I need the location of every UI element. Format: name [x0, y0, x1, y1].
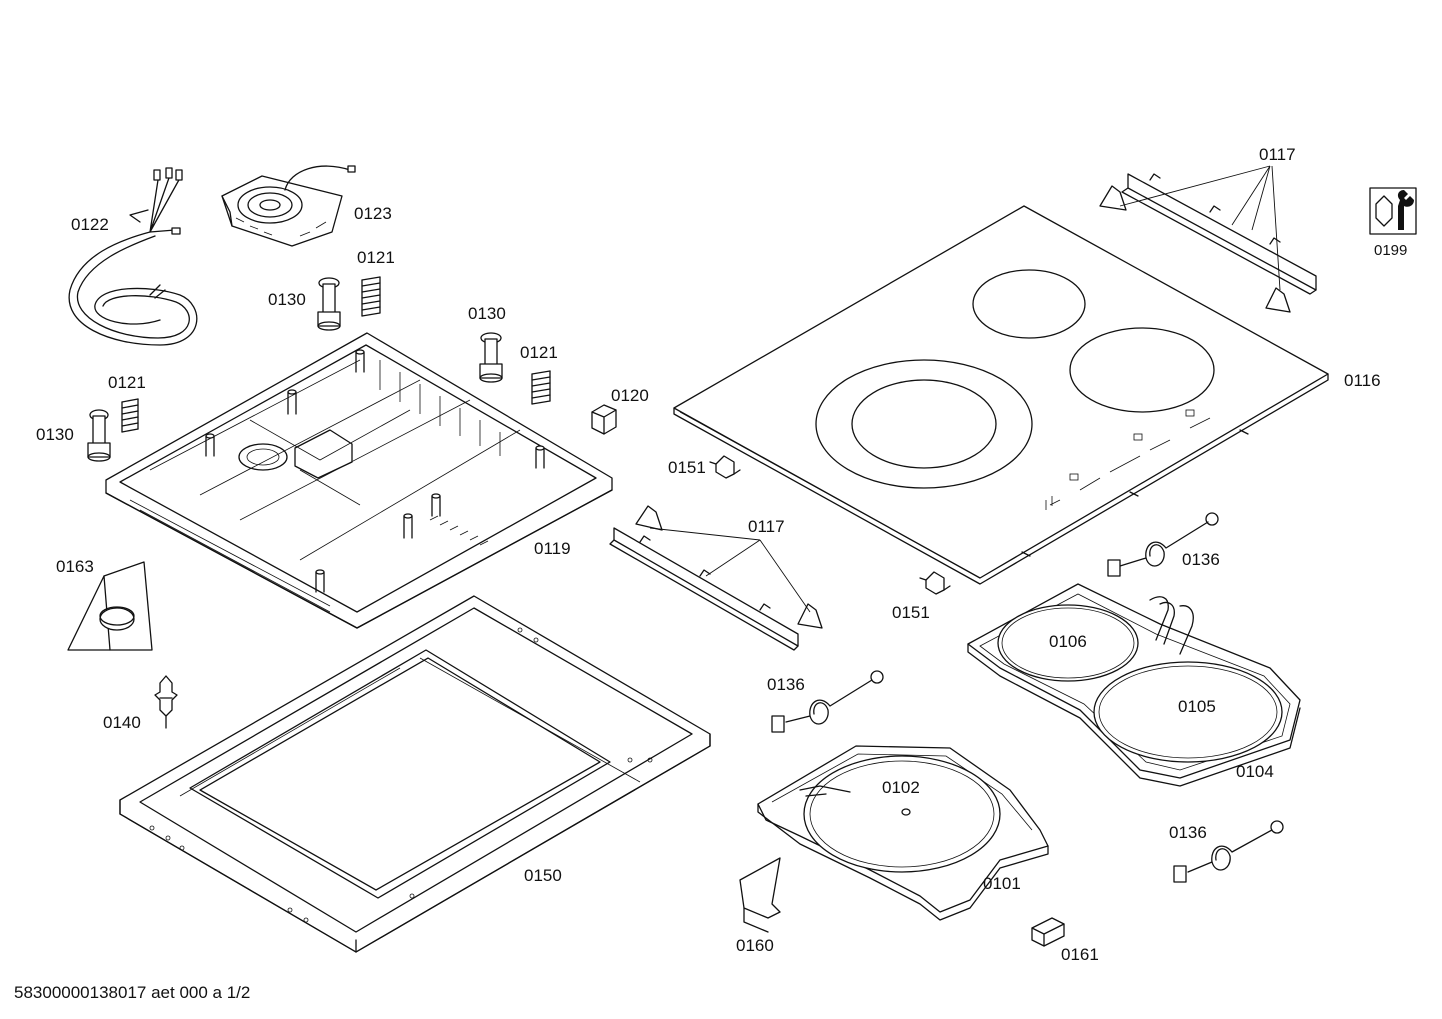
- label-0140: 0140: [103, 713, 141, 732]
- clip-0151-lower: [919, 571, 951, 595]
- label-0130-left: 0130: [36, 425, 74, 444]
- label-0120: 0120: [611, 386, 649, 405]
- foot-0130-upper: [317, 277, 341, 331]
- connector-block-0120: [591, 404, 617, 435]
- label-0136-lower: 0136: [1169, 823, 1207, 842]
- instruction-card-0163: [67, 561, 153, 651]
- label-0161: 0161: [1061, 945, 1099, 964]
- document-reference: 58300000138017 aet 000 a 1/2: [14, 983, 250, 1002]
- temperature-sensor-0136-lower: [1173, 820, 1284, 883]
- induction-coil-0106: [997, 604, 1139, 682]
- label-0123: 0123: [354, 204, 392, 223]
- wrench-icon: [1369, 187, 1417, 235]
- leader-lines: [649, 165, 1281, 613]
- spring-0121-upper: [361, 276, 381, 317]
- label-0122: 0122: [71, 215, 109, 234]
- label-0102: 0102: [882, 778, 920, 797]
- label-0151-upper: 0151: [668, 458, 706, 477]
- label-0116: 0116: [1344, 371, 1381, 390]
- label-0136-upper: 0136: [1182, 550, 1220, 569]
- label-0150: 0150: [524, 866, 562, 885]
- induction-coil-0102: [799, 755, 1001, 873]
- temperature-sensor-0136-upper: [1107, 512, 1219, 577]
- spring-0121-middle: [531, 370, 551, 405]
- label-0121-upper: 0121: [357, 248, 395, 267]
- mounting-clip-0140: [154, 675, 178, 729]
- label-0106: 0106: [1049, 632, 1087, 651]
- temperature-sensor-0136-middle: [771, 670, 884, 733]
- label-0117-upper: 0117: [1259, 145, 1296, 164]
- induction-coil-0105: [1093, 661, 1283, 763]
- label-0160: 0160: [736, 936, 774, 955]
- label-0101: 0101: [983, 874, 1021, 893]
- spring-0121-left: [121, 398, 139, 433]
- clip-0151-upper: [709, 455, 741, 479]
- label-0199: 0199: [1374, 242, 1407, 259]
- label-0105: 0105: [1178, 697, 1216, 716]
- label-0136-middle: 0136: [767, 675, 805, 694]
- fan-0123: [221, 165, 356, 247]
- label-0121-left: 0121: [108, 373, 146, 392]
- bracket-0117-upper: [1099, 173, 1317, 313]
- housing-tray-0119: [105, 332, 613, 629]
- foot-0130-left: [87, 409, 111, 462]
- label-0130-upper: 0130: [268, 290, 306, 309]
- cooktop-glass-0116: [673, 205, 1329, 585]
- label-0130-middle: 0130: [468, 304, 506, 323]
- label-0151-lower: 0151: [892, 603, 930, 622]
- label-0163: 0163: [56, 557, 94, 576]
- connector-block-0161: [1031, 917, 1065, 947]
- cable-harness-0122: [68, 167, 198, 346]
- label-0117-lower: 0117: [748, 517, 785, 536]
- foot-0130-middle: [479, 332, 503, 383]
- bracket-0117-lower: [609, 505, 823, 651]
- part-labels: 0122 0123 0121 0130 0130 0121 0121 0130 …: [36, 145, 1407, 964]
- label-0119: 0119: [534, 539, 571, 558]
- label-0104: 0104: [1236, 762, 1274, 781]
- mounting-frame-0150: [119, 595, 711, 953]
- shield-bracket-0160: [739, 857, 781, 933]
- label-0121-middle: 0121: [520, 343, 558, 362]
